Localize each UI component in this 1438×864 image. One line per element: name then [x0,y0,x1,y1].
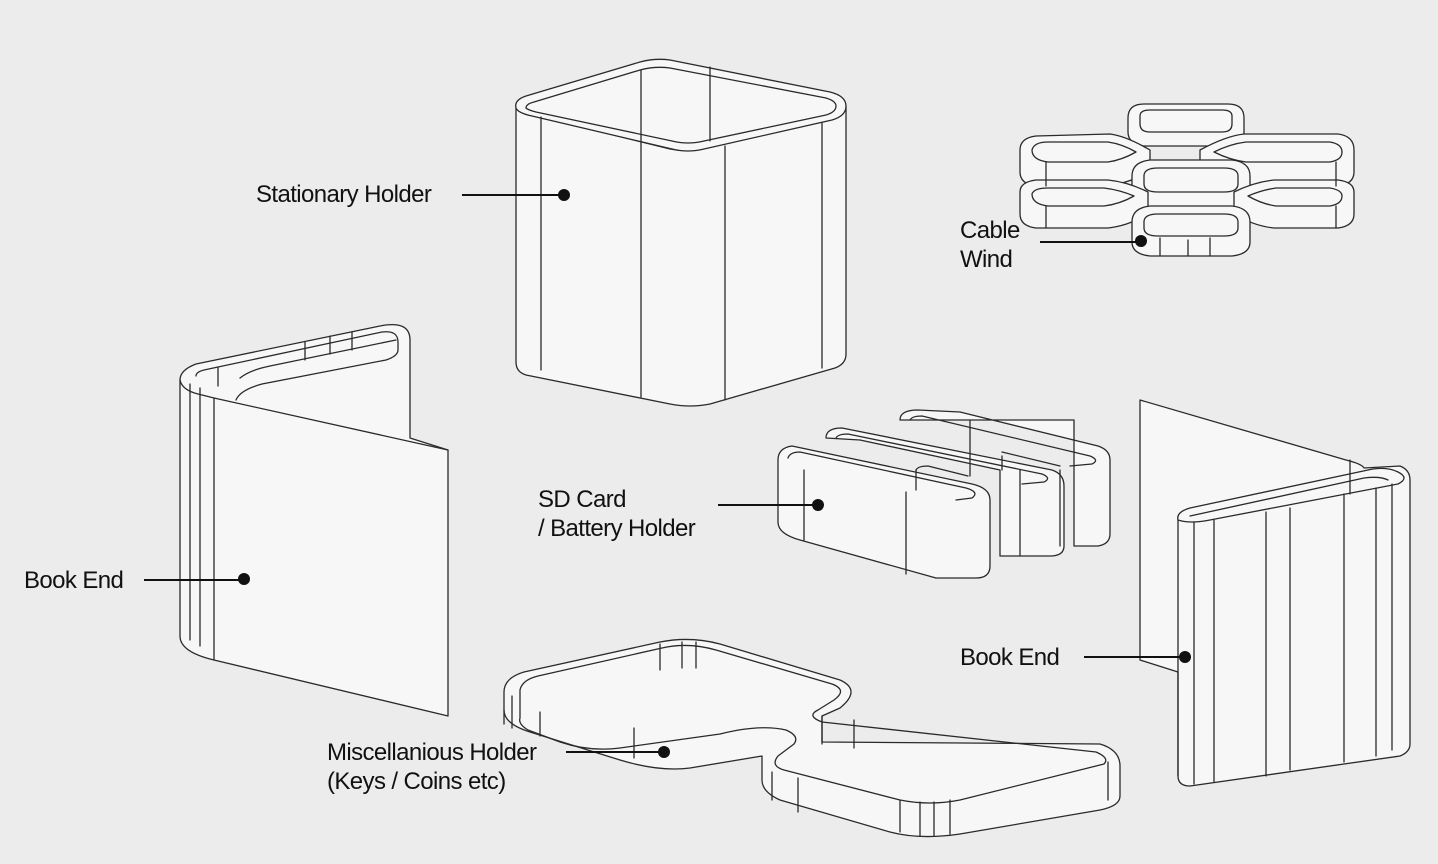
label-sd-card-holder: SD Card / Battery Holder [538,485,696,543]
label-book-end-left: Book End [24,566,124,595]
leader-lines [144,189,1191,758]
marker-cable-wind [1135,235,1147,247]
label-cable-wind: Cable Wind [960,216,1020,274]
label-book-end-left-text: Book End [24,567,124,594]
book-end-right-drawing [1139,399,1411,787]
marker-stationary [558,189,570,201]
sd-card-holder-drawing [777,409,1111,579]
stationary-holder-drawing [515,58,847,407]
marker-misc [658,746,670,758]
label-misc-holder: Miscellanious Holder (Keys / Coins etc) [327,738,537,796]
label-sd-card-line2: / Battery Holder [538,515,696,542]
book-end-left-drawing [179,323,449,717]
marker-book-end-left [238,573,250,585]
marker-book-end-right [1179,651,1191,663]
label-sd-card-line1: SD Card [538,486,626,513]
label-misc-line1: Miscellanious Holder [327,739,537,766]
label-misc-line2: (Keys / Coins etc) [327,768,506,795]
label-stationary-holder-text: Stationary Holder [256,181,432,208]
label-cable-wind-line1: Cable [960,217,1020,244]
misc-holder-drawing [503,638,1121,838]
label-book-end-right: Book End [960,643,1060,672]
marker-sd-card [812,499,824,511]
label-book-end-right-text: Book End [960,644,1060,671]
cable-wind-drawing [1019,103,1355,257]
label-cable-wind-line2: Wind [960,246,1013,273]
label-stationary-holder: Stationary Holder [256,180,432,209]
